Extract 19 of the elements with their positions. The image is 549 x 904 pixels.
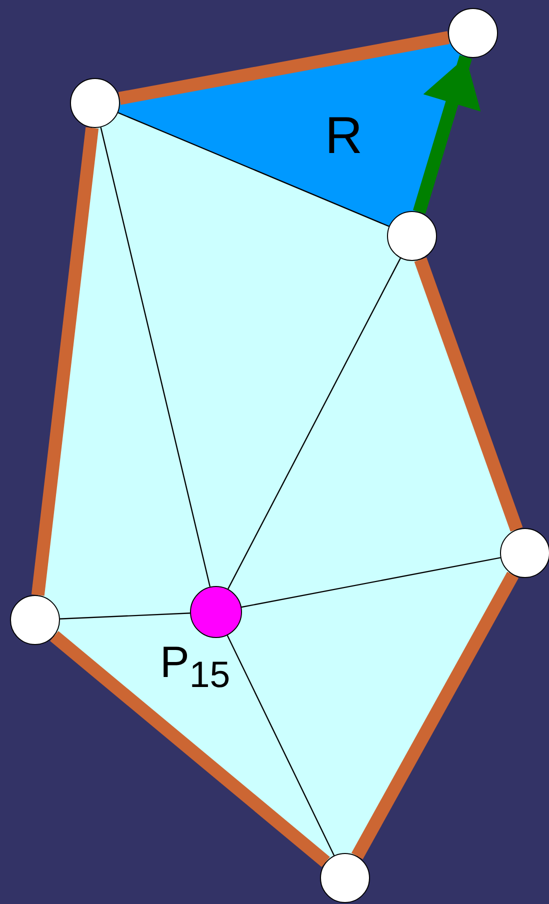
mesh-edge [100, 127, 211, 587]
boundary-edge [118, 31, 450, 105]
vertex-circle [70, 78, 120, 128]
mesh-edge [60, 612, 190, 620]
mesh-edge [241, 557, 501, 608]
boundary-edge [31, 127, 99, 596]
arrow [412, 55, 481, 214]
boundary-edge [50, 631, 330, 867]
mesh-edge [227, 258, 401, 590]
vertex-circle [10, 595, 60, 645]
region-label: R [325, 106, 363, 166]
boundary-edge [414, 257, 523, 532]
vertex-circle [320, 853, 370, 903]
vertex-circle [500, 528, 549, 578]
mesh-edge [226, 635, 335, 856]
point-label: P$_{15}$ [160, 638, 230, 697]
mesh-edge [118, 112, 390, 227]
boundary-edge [351, 572, 519, 860]
vertex-circle [448, 8, 498, 58]
